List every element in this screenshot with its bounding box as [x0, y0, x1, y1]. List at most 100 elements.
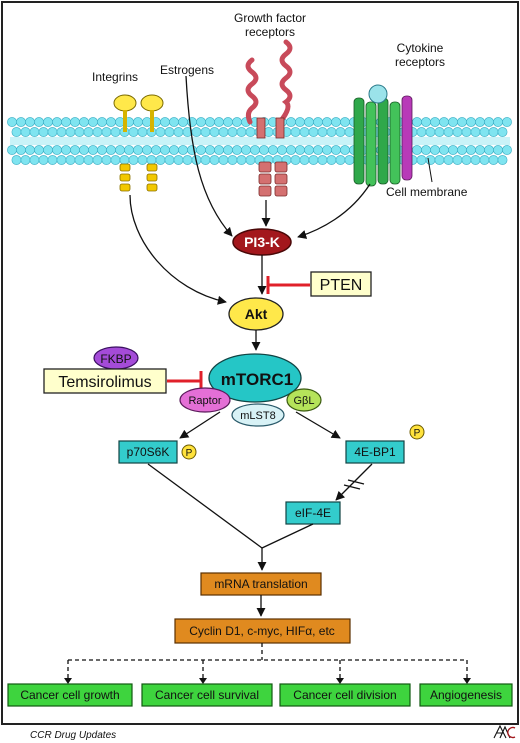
membrane-lipid-head	[344, 127, 355, 137]
membrane-lipid-head	[308, 155, 319, 165]
membrane-lipid-head	[205, 117, 215, 127]
p70s6k-phospho-label: P	[186, 448, 193, 459]
4ebp1-label: 4E-BP1	[354, 445, 396, 459]
akt-label: Akt	[245, 306, 268, 322]
membrane-core	[10, 137, 510, 145]
membrane-lipid-head	[268, 145, 278, 155]
membrane-lipid-head	[7, 117, 17, 127]
membrane-lipid-head	[106, 117, 116, 127]
membrane-lipid-head	[313, 117, 323, 127]
mtorc1-label: mTORC1	[221, 370, 293, 389]
membrane-lipid-head	[236, 155, 247, 165]
membrane-lipid-head	[457, 145, 467, 155]
membrane-lipid-head	[209, 127, 220, 137]
membrane-lipid-head	[232, 145, 242, 155]
pten-box	[310, 271, 372, 297]
membrane-lipid-head	[97, 145, 107, 155]
membrane-lipid-head	[52, 117, 62, 127]
4ebp1-box	[345, 440, 405, 464]
membrane-lipid-head	[470, 155, 481, 165]
membrane-lipid-head	[182, 155, 193, 165]
mtorc1-to-p70s6k-arrow	[179, 411, 221, 439]
membrane-lipid-head	[83, 155, 94, 165]
mlst8-node	[231, 403, 285, 427]
cell-membrane-label: Cell membrane	[386, 185, 468, 199]
integrin-receptors	[113, 94, 164, 192]
membrane-lipid-head	[92, 127, 103, 137]
integrin-to-akt-arrow	[129, 194, 227, 305]
membrane-lipid-head	[430, 145, 440, 155]
membrane-lipid-head	[187, 117, 197, 127]
membrane-lipid-head	[295, 145, 305, 155]
membrane-lipid-head	[92, 155, 103, 165]
membrane-lipid-head	[479, 155, 490, 165]
membrane-lipid-head	[178, 145, 188, 155]
membrane-lipid-head	[331, 145, 341, 155]
membrane-lipid-head	[74, 155, 85, 165]
membrane-lipid-head	[65, 155, 76, 165]
membrane-lipid-head	[142, 145, 152, 155]
membrane-lipid-head	[304, 117, 314, 127]
membrane-lipid-head	[56, 127, 67, 137]
membrane-lipid-head	[209, 155, 220, 165]
membrane-lipid-head	[214, 145, 224, 155]
outcome-box-growth	[7, 683, 133, 707]
fkbp-label: FKBP	[100, 352, 131, 366]
p70s6k-box	[118, 440, 178, 464]
membrane-lipid-head	[70, 145, 80, 155]
mtorc1-to-4ebp1-arrow	[295, 411, 341, 439]
membrane-lipid-head	[299, 127, 310, 137]
aacr-logo	[493, 724, 516, 739]
membrane-lipid-head	[151, 145, 161, 155]
membrane-lipid-head	[457, 117, 467, 127]
raptor-label: Raptor	[188, 395, 221, 407]
membrane-lipid-head	[43, 145, 53, 155]
membrane-lipid-head	[20, 155, 31, 165]
membrane-lipid-head	[232, 117, 242, 127]
membrane-lipid-head	[421, 145, 431, 155]
cyclin-label: Cyclin D1, c-myc, HIFα, etc	[189, 624, 335, 638]
membrane-lipid-head	[479, 127, 490, 137]
outcome-division-label: Cancer cell division	[293, 688, 396, 702]
membrane-lipid-head	[133, 117, 143, 127]
membrane-lipid-head	[169, 145, 179, 155]
eif4e-label: eIF-4E	[295, 506, 331, 520]
membrane-lipid-head	[340, 117, 350, 127]
membrane-lipid-head	[475, 145, 485, 155]
membrane-lipid-head	[466, 117, 476, 127]
membrane-lipid-head	[133, 145, 143, 155]
membrane-lipid-head	[412, 145, 422, 155]
membrane-lipid-head	[38, 155, 49, 165]
membrane-lipid-head	[137, 127, 148, 137]
membrane-lipid-head	[236, 127, 247, 137]
membrane-lipid-head	[146, 155, 157, 165]
membrane-lipid-head	[290, 127, 301, 137]
membrane-lipid-head	[461, 155, 472, 165]
growth-factor-label-line1: Growth factor	[234, 11, 306, 25]
membrane-lipid-head	[164, 127, 175, 137]
membrane-lipid-head	[164, 155, 175, 165]
membrane-lipid-head	[430, 117, 440, 127]
integrins-label: Integrins	[92, 70, 138, 84]
membrane-lipid-head	[79, 117, 89, 127]
membrane-lipid-head	[47, 127, 58, 137]
membrane-lipid-head	[38, 127, 49, 137]
4ebp1-phospho-label: P	[414, 428, 421, 439]
eif4e-to-mrna-line	[261, 523, 314, 549]
outcome-box-survival	[141, 683, 273, 707]
membrane-lipid-head	[52, 145, 62, 155]
outcome-box-angiogenesis	[419, 683, 513, 707]
membrane-lipid-head	[502, 117, 512, 127]
membrane-lipid-head	[344, 155, 355, 165]
membrane-lipid-head	[461, 127, 472, 137]
estrogens-label: Estrogens	[160, 63, 214, 77]
membrane-lipid-head	[412, 117, 422, 127]
membrane-lipid-head	[448, 117, 458, 127]
cyclin-box	[174, 618, 351, 644]
mlst8-label: mLST8	[240, 410, 275, 422]
membrane-lipid-head	[25, 145, 35, 155]
membrane-lipid-head	[196, 117, 206, 127]
membrane-lipid-head	[299, 155, 310, 165]
membrane-lipid-head	[34, 145, 44, 155]
membrane-lipid-head	[119, 155, 130, 165]
